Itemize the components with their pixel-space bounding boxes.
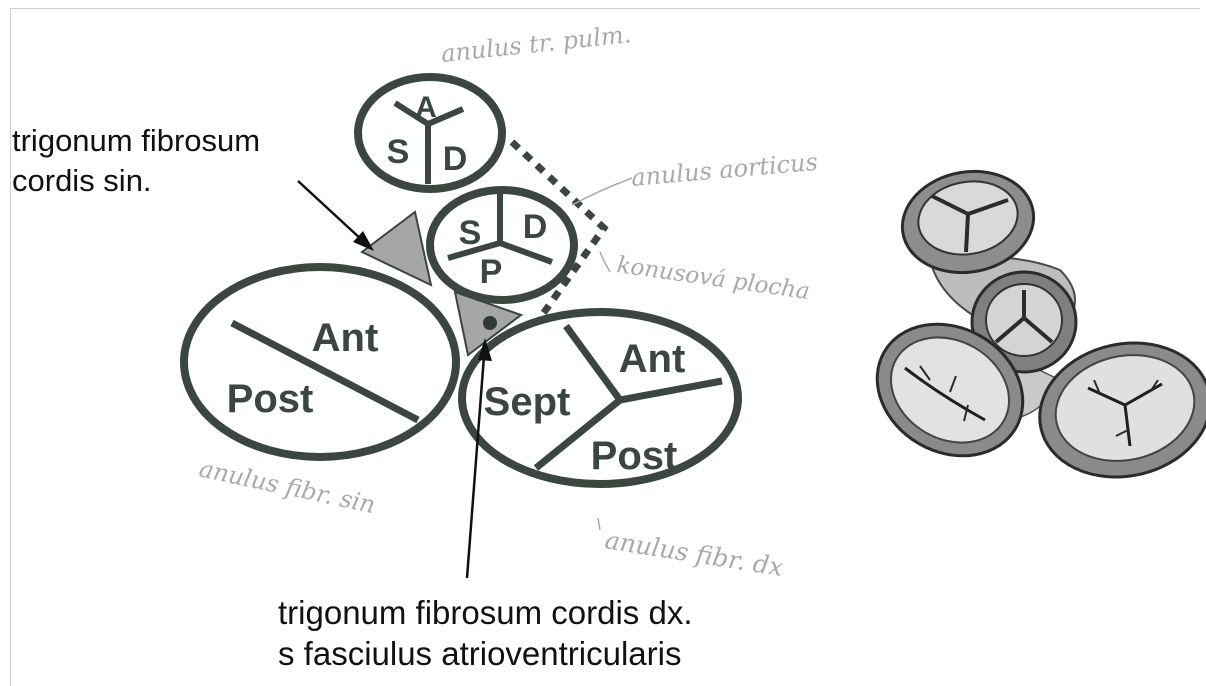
tricuspid-cusp-ant: Ant [619, 337, 686, 381]
handwritten-pointer-stroke [600, 252, 610, 272]
handwritten-anulus-pulm: anulus tr. pulm. [440, 20, 633, 68]
pulmonary-cusp-d: D [443, 140, 468, 178]
valve-illustration [853, 161, 1206, 492]
mitral-valve: Ant Post [184, 267, 456, 457]
handwritten-konusova-plocha: konusová plocha [615, 252, 811, 305]
aortic-cusp-d: D [523, 208, 548, 246]
handwritten-pointer-stroke [598, 518, 600, 530]
pulmonary-cusp-a: A [415, 91, 437, 124]
label-trigonum-fibrosum-sin: trigonum fibrosum cordis sin. [12, 121, 260, 200]
label-trigonum-sin-line1: trigonum fibrosum [12, 121, 260, 161]
mitral-cusp-ant: Ant [312, 316, 379, 360]
label-trigonum-sin-line2: cordis sin. [12, 161, 260, 201]
mitral-valve-ring [184, 267, 456, 457]
aortic-cusp-s: S [459, 214, 482, 252]
aortic-valve: S D P [430, 190, 574, 300]
tricuspid-cusp-sept: Sept [484, 380, 571, 424]
aortic-cusp-p: P [480, 253, 503, 291]
pulmonary-valve: A S D [358, 77, 502, 189]
label-trigonum-dx-line1: trigonum fibrosum cordis dx. [278, 592, 692, 633]
handwritten-anulus-fibr-dx: anulus fibr. dx [603, 525, 785, 582]
label-trigonum-fibrosum-dx: trigonum fibrosum cordis dx. s fasciulus… [278, 592, 692, 675]
mitral-cusp-post: Post [227, 377, 314, 421]
arrow-trigonum-sin [298, 181, 374, 251]
label-trigonum-dx-line2: s fasciulus atrioventricularis [278, 633, 692, 674]
pulmonary-cusp-s: S [387, 133, 410, 171]
tricuspid-valve: Ant Sept Post [462, 312, 738, 484]
handwritten-pointer-stroke [572, 178, 632, 205]
handwritten-anulus-aorticus: anulus aorticus [630, 148, 819, 192]
atrioventricular-bundle-dot [483, 316, 497, 330]
handwritten-anulus-fibr-sin: anulus fibr. sin [197, 454, 378, 519]
tricuspid-cusp-post: Post [591, 434, 678, 478]
